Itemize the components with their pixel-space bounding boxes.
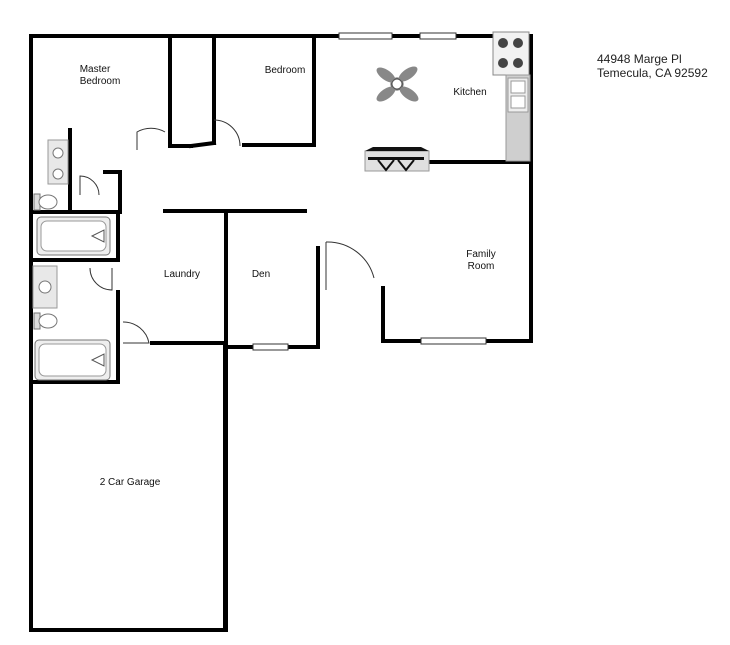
master-bedroom-label-line2: Bedroom (80, 76, 121, 87)
den-label: Den (252, 269, 270, 280)
address-line1: 44948 Marge Pl (597, 52, 682, 66)
kitchen-label: Kitchen (453, 87, 486, 98)
family-room-label-line1: Family (466, 249, 495, 260)
address-block: 44948 Marge Pl Temecula, CA 92592 (597, 52, 708, 80)
exterior-walls (29, 34, 533, 632)
doors (79, 119, 375, 344)
bath-fixtures (32, 139, 111, 381)
address-line2: Temecula, CA 92592 (597, 66, 708, 80)
room-labels: Master Bedroom Bedroom Kitchen Laundry D… (80, 64, 496, 488)
master-bedroom-label-line1: Master (80, 64, 111, 75)
bedroom-label: Bedroom (265, 65, 306, 76)
garage-label: 2 Car Garage (100, 477, 161, 488)
interior-walls (29, 34, 533, 632)
windows (252, 32, 487, 351)
family-room-label-line2: Room (468, 261, 495, 272)
kitchen-fixtures (364, 31, 531, 172)
laundry-label: Laundry (164, 269, 200, 280)
